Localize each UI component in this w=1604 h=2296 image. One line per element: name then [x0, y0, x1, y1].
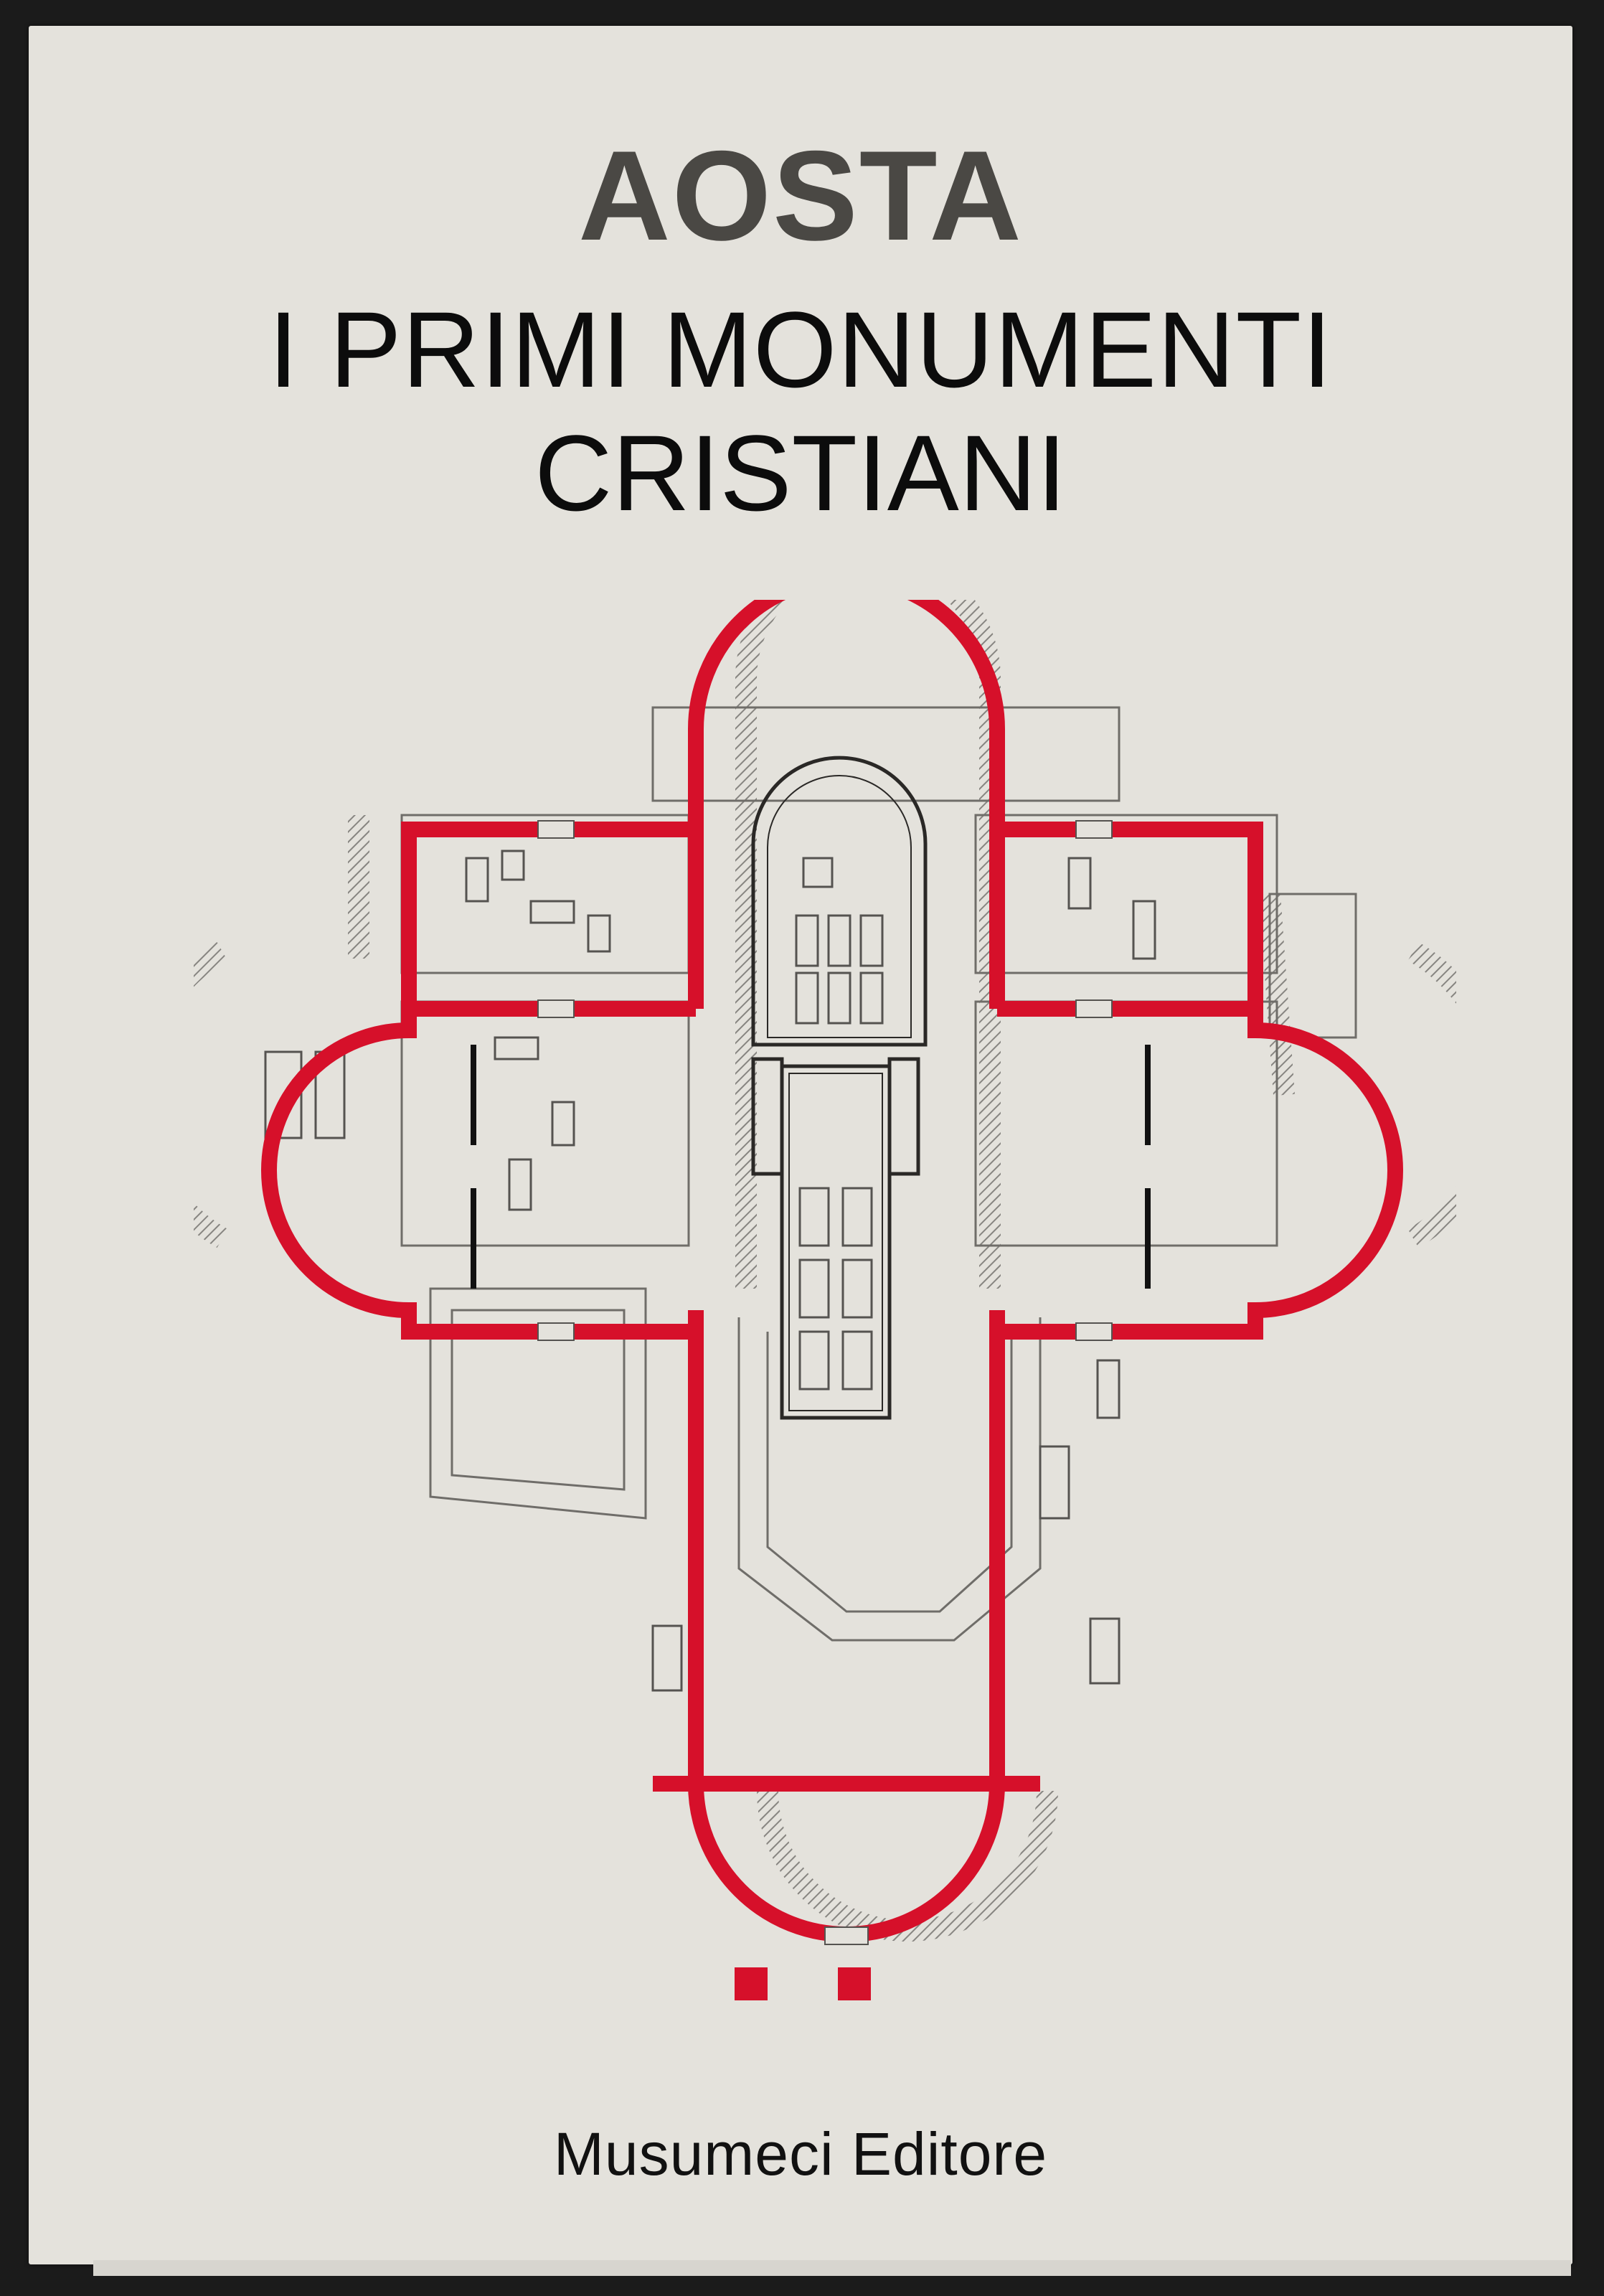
cover-subtitle-line2: CRISTIANI: [534, 413, 1067, 533]
red-square-ornament-right: [838, 1967, 871, 2000]
cover-title: AOSTA: [578, 124, 1023, 267]
red-square-ornament-left: [735, 1967, 768, 2000]
publisher-name: Musumeci Editore: [553, 2120, 1048, 2188]
church-floor-plan-icon: [194, 600, 1456, 1945]
book-cover: AOSTA I PRIMI MONUMENTI CRISTIANI: [29, 26, 1572, 2264]
page-edge-beneath-cover: [93, 2260, 1571, 2276]
cover-subtitle-line1: I PRIMI MONUMENTI: [268, 289, 1333, 410]
